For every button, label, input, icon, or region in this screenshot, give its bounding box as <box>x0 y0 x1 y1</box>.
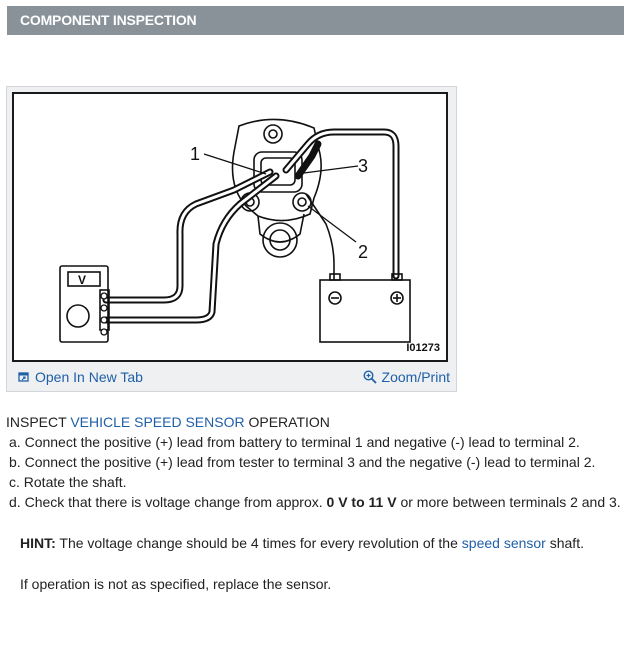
step-letter: a. <box>9 434 25 450</box>
hint-note: HINT: The voltage change should be 4 tim… <box>6 533 624 553</box>
meter-v-label: V <box>78 273 86 287</box>
open-in-new-tab-label: Open In New Tab <box>35 369 143 385</box>
vehicle-speed-sensor-link[interactable]: VEHICLE SPEED SENSOR <box>70 414 245 430</box>
step-list: a. Connect the positive (+) lead from ba… <box>6 432 624 512</box>
step-text-end: or more between terminals 2 and 3. <box>396 494 621 510</box>
open-in-new-tab-link[interactable]: Open In New Tab <box>18 369 143 385</box>
step-d: d. Check that there is voltage change fr… <box>9 492 624 512</box>
figure-card: 1 3 2 V I01273 Open In New Tab Zoom/Prin… <box>6 86 457 392</box>
section-header: COMPONENT INSPECTION <box>7 6 624 35</box>
step-text: Connect the positive (+) lead from teste… <box>24 454 596 470</box>
callout-2: 2 <box>358 242 368 262</box>
wiring-diagram: 1 3 2 V I01273 <box>12 92 448 362</box>
step-letter: b. <box>9 454 25 470</box>
step-b: b. Connect the positive (+) lead from te… <box>9 452 624 472</box>
zoom-print-link[interactable]: Zoom/Print <box>363 369 450 385</box>
step-letter: c. <box>9 474 24 490</box>
step-c: c. Rotate the shaft. <box>9 472 624 492</box>
zoom-print-label: Zoom/Print <box>381 369 450 385</box>
step-text: Connect the positive (+) lead from batte… <box>24 434 580 450</box>
open-new-tab-icon <box>18 371 30 383</box>
inspection-text: INSPECT VEHICLE SPEED SENSOR OPERATION a… <box>6 412 624 594</box>
step-letter: d. <box>9 494 25 510</box>
figure-id: I01273 <box>406 342 440 354</box>
step-text: Rotate the shaft. <box>23 474 127 490</box>
voltage-range: 0 V to 11 V <box>326 494 397 510</box>
inspect-prefix: INSPECT <box>6 414 71 430</box>
hint-text: The voltage change should be 4 times for… <box>55 535 462 551</box>
replace-note: If operation is not as specified, replac… <box>20 576 332 592</box>
step-a: a. Connect the positive (+) lead from ba… <box>9 432 624 452</box>
hint-label: HINT: <box>20 535 56 551</box>
callout-3: 3 <box>358 156 368 176</box>
hint-text-end: shaft. <box>545 535 584 551</box>
inspect-heading: INSPECT VEHICLE SPEED SENSOR OPERATION <box>6 412 624 432</box>
zoom-in-icon <box>363 370 377 384</box>
inspect-suffix: OPERATION <box>244 414 330 430</box>
speed-sensor-link[interactable]: speed sensor <box>461 535 546 551</box>
section-title: COMPONENT INSPECTION <box>20 12 197 28</box>
callout-1: 1 <box>190 144 200 164</box>
diagram-drawing: 1 3 2 V <box>59 118 411 343</box>
step-text: Check that there is voltage change from … <box>24 494 327 510</box>
